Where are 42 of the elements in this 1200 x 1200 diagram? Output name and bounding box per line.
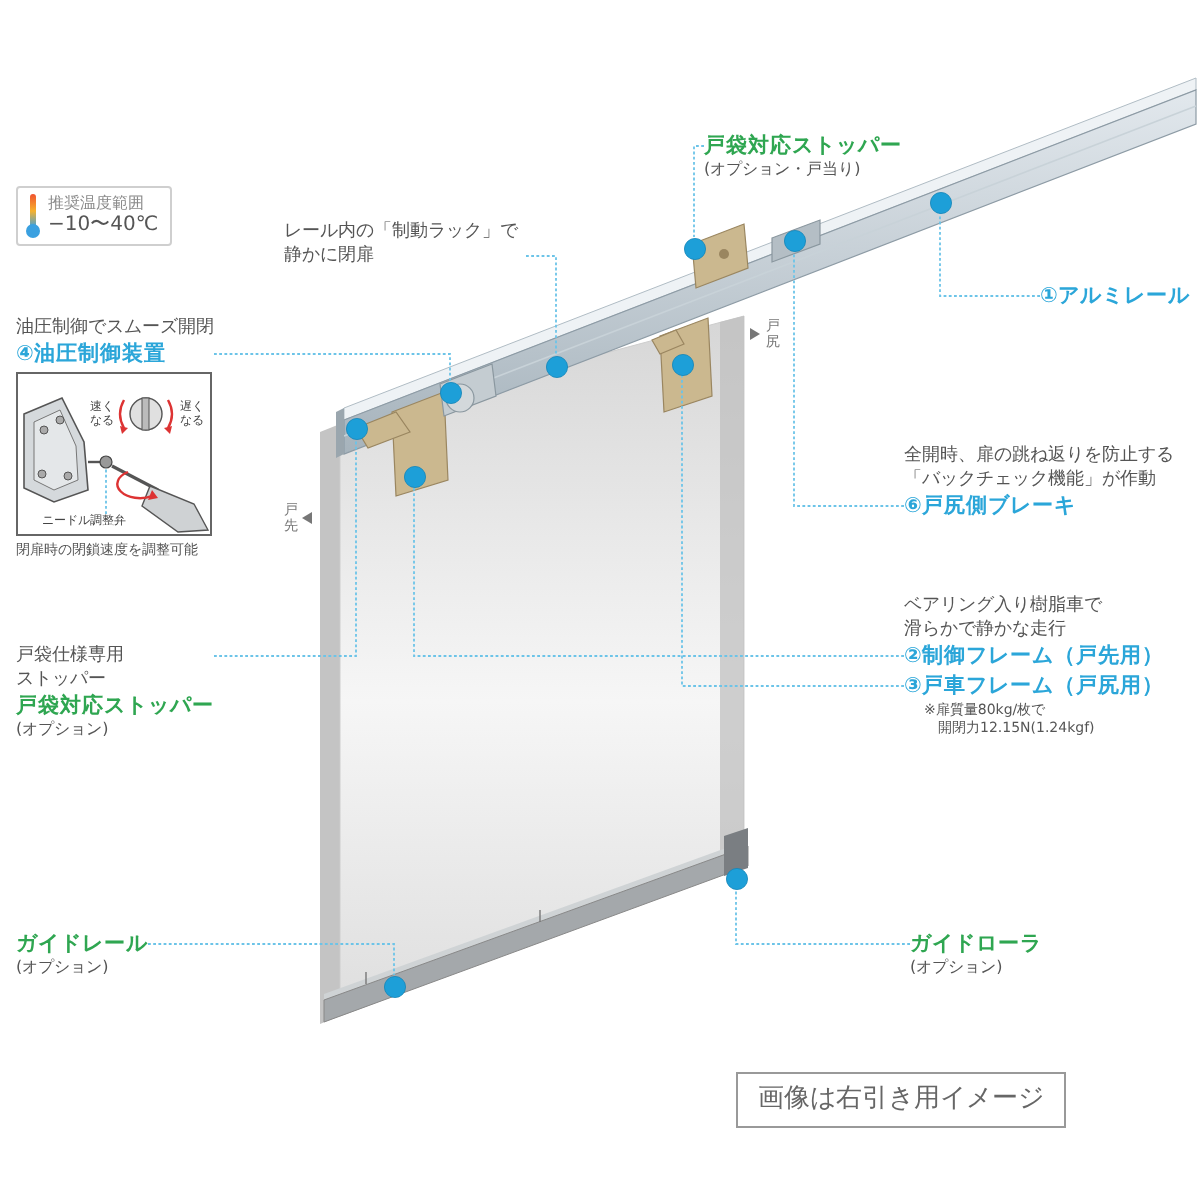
callout-description: レール内の「制動ラック」で静かに閉扉 <box>284 220 526 268</box>
option-part-name: ガイドレール <box>16 930 148 958</box>
leader-line <box>681 374 905 687</box>
option-note: (オプション) <box>16 720 111 740</box>
leader-line <box>105 467 107 515</box>
leader-line <box>793 250 905 507</box>
part-name: ②制御フレーム（戸先用） <box>904 642 1164 670</box>
temperature-range: −10〜40℃ <box>48 214 159 238</box>
leader-line <box>213 353 451 382</box>
marker-dot-icon <box>929 191 951 213</box>
part-name: ①アルミレール <box>1040 282 1190 310</box>
leader-line <box>413 486 905 657</box>
temperature-panel <box>16 186 173 246</box>
marker-dot-icon <box>783 229 805 251</box>
option-note: (オプション) <box>910 958 1005 978</box>
part-name: ④油圧制御装置 <box>16 340 168 368</box>
callout-description: 全開時、扉の跳ね返りを防止する「バックチェック機能」が作動 <box>904 444 1176 492</box>
leader-line <box>735 888 911 945</box>
temperature-heading: 推奨温度範囲 <box>48 194 146 214</box>
marker-dot-icon <box>383 975 405 997</box>
callout-description: 油圧制御でスムーズ開閉 <box>16 316 214 340</box>
detail-inset <box>16 372 212 536</box>
marker-dot-icon <box>545 355 567 377</box>
option-note: (オプション・戸当り) <box>704 160 863 180</box>
callout-description: ベアリング入り樹脂車で滑らかで静かな走行 <box>904 594 1104 642</box>
option-part-name: 戸袋対応ストッパー <box>704 132 902 160</box>
option-part-name: 戸袋対応ストッパー <box>16 692 214 720</box>
callout-description: 戸袋仕様専用ストッパー <box>16 644 126 692</box>
leader-line <box>525 255 557 356</box>
marker-dot-icon <box>403 465 425 487</box>
leader-line <box>213 438 357 657</box>
part-name: ⑥戸尻側ブレーキ <box>904 492 1078 520</box>
marker-dot-icon <box>671 353 693 375</box>
image-note: 画像は右引き用イメージ <box>736 1072 1066 1128</box>
marker-dot-icon <box>683 237 705 259</box>
marker-dot-icon <box>439 381 461 403</box>
option-part-name: ガイドローラ <box>910 930 1042 958</box>
leader-line <box>939 212 1041 297</box>
part-name: ③戸車フレーム（戸尻用） <box>904 672 1164 700</box>
leader-line <box>147 943 395 976</box>
leader-line <box>693 145 705 238</box>
option-note: (オプション) <box>16 958 111 978</box>
